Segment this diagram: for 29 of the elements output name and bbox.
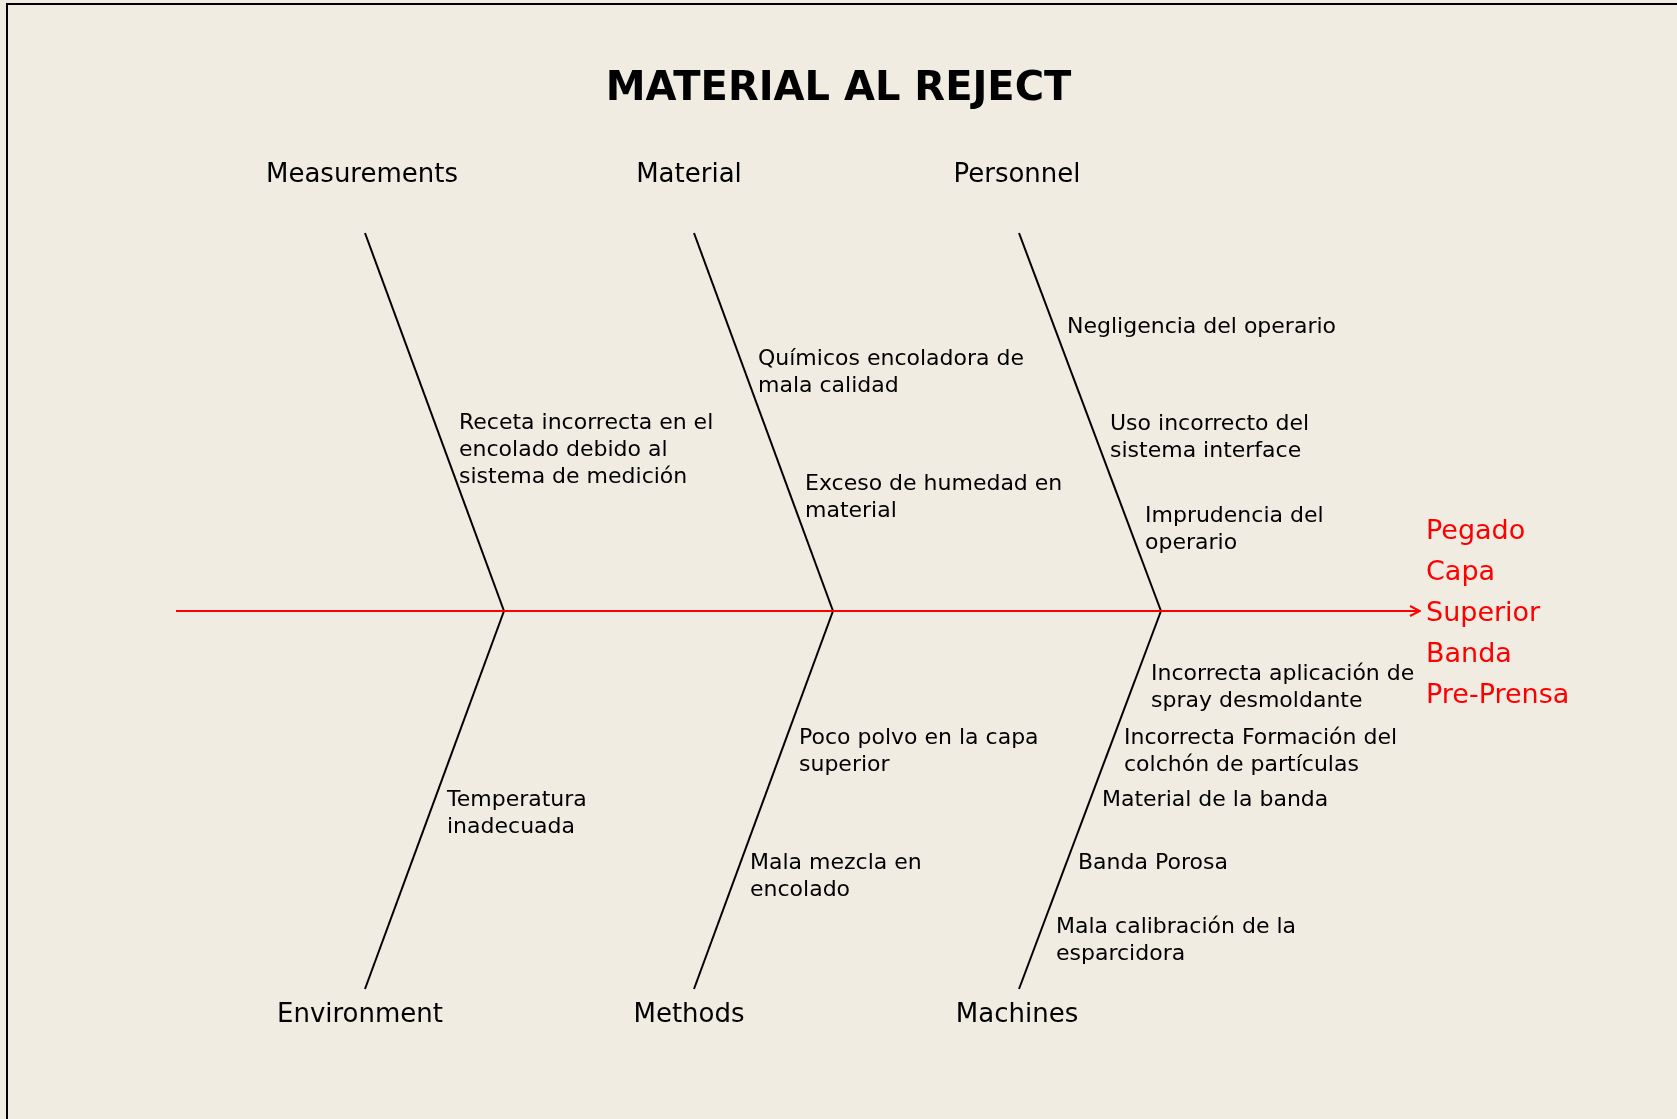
cause-label: Incorrecta aplicación de spray desmoldante: [1151, 659, 1416, 713]
cause-label: Imprudencia del operario: [1145, 501, 1325, 555]
bone-line: [693, 610, 834, 990]
cause-label: Temperatura inadecuada: [447, 785, 588, 839]
cause-label: Negligencia del operario: [1067, 312, 1337, 339]
diagram-title: MATERIAL AL REJECT: [604, 62, 1073, 111]
category-label: Methods: [633, 993, 745, 1033]
cause-label: Químicos encoladora de mala calidad: [758, 344, 1025, 398]
category-label: Measurements: [266, 153, 458, 193]
cause-label: Exceso de humedad en material: [805, 469, 1064, 523]
category-label: Environment: [277, 993, 443, 1033]
bone-line: [364, 610, 505, 990]
category-label: Personnel: [953, 153, 1081, 193]
cause-label: Uso incorrecto del sistema interface: [1110, 409, 1311, 463]
cause-label: Banda Porosa: [1078, 848, 1228, 875]
cause-label: Poco polvo en la capa superior: [799, 723, 1040, 777]
bone-line: [693, 232, 834, 612]
cause-label: Mala mezcla en encolado: [750, 848, 923, 902]
cause-label: Receta incorrecta en el encolado debido al sistema de medición: [459, 408, 715, 489]
cause-label: Mala calibración de la esparcidora: [1056, 912, 1298, 966]
cause-label: Material de la banda: [1102, 785, 1329, 812]
spine-arrow: [175, 605, 1421, 617]
category-label: Machines: [955, 993, 1079, 1033]
cause-label: Incorrecta Formación del colchón de partículas: [1124, 723, 1399, 777]
bone-line: [364, 232, 505, 612]
bone-line: [1018, 610, 1162, 990]
effect-label: Pegado Capa Superior Banda Pre-Prensa: [1426, 509, 1586, 714]
bone-line: [1018, 232, 1162, 612]
category-label: Material: [636, 153, 742, 193]
